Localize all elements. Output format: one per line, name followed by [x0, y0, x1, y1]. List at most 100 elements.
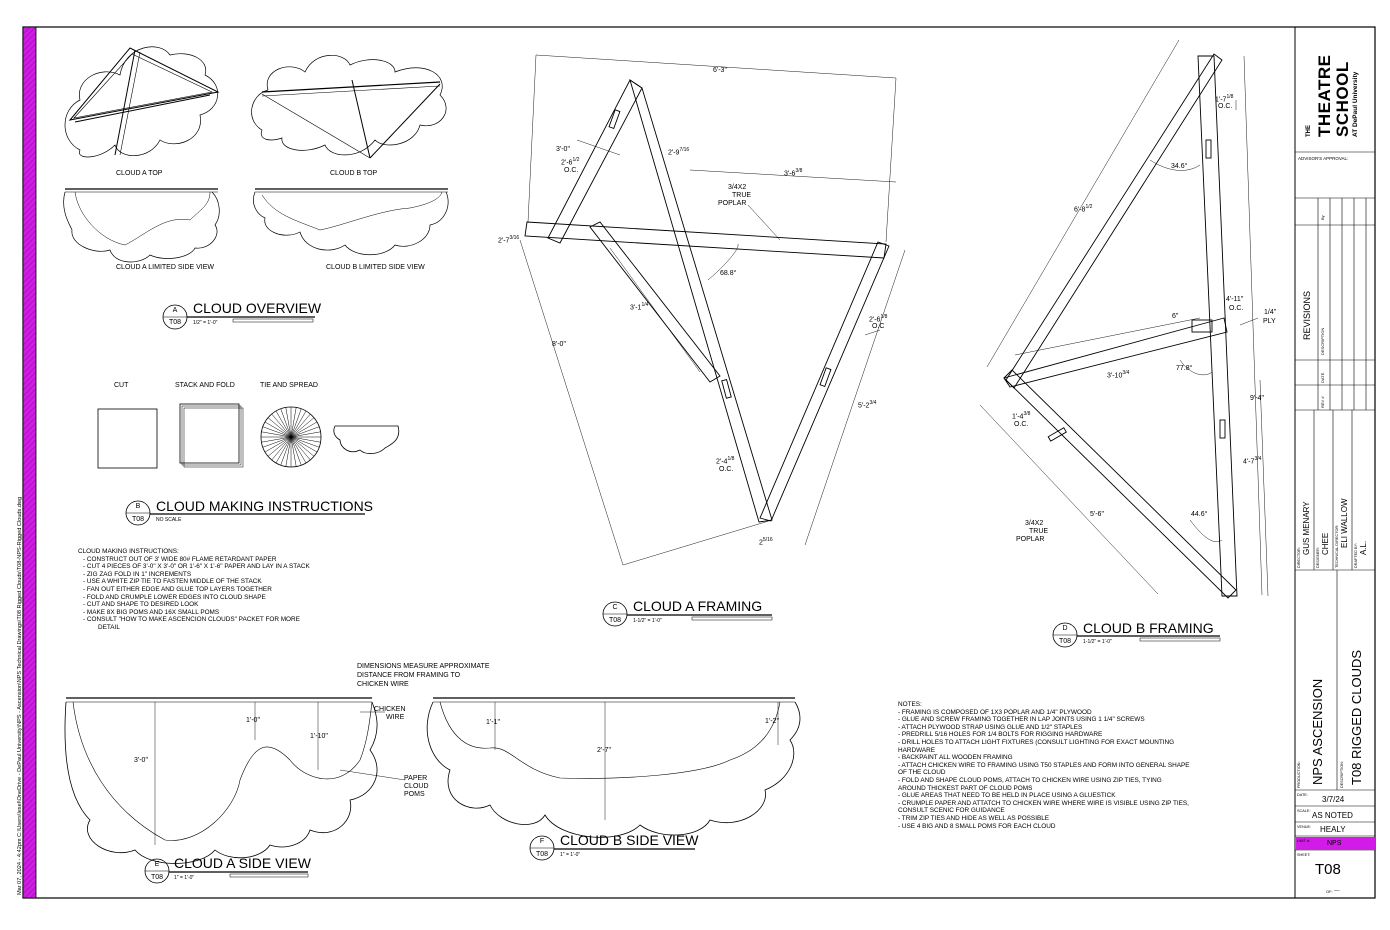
view-f-scale: 1" = 1'-0": [560, 852, 581, 858]
c-d2-frac: 1/2: [572, 157, 580, 163]
rev-desc: DESCRIPTION: [1320, 327, 1325, 355]
instructions-heading: CLOUD MAKING INSTRUCTIONS:: [78, 548, 179, 555]
note-item: - FRAMING IS COMPOSED OF 1X3 POPLAR AND …: [898, 708, 1092, 716]
note-item: - FOLD AND SHAPE CLOUD POMS, ATTACH TO C…: [898, 776, 1162, 784]
c-d7-val: 2'-6: [869, 316, 881, 324]
c-d6: 3'-11/4: [630, 301, 648, 312]
fan-ray: [275, 436, 292, 464]
d-d7-val: 1'-4: [1012, 413, 1024, 421]
director-label: DIRECTOR:: [1297, 547, 1301, 568]
view-e-sheet: T08: [150, 874, 164, 881]
c-d6-frac: 1/4: [641, 302, 649, 308]
view-d-title-mark: [1052, 622, 1221, 648]
notes-list: - FRAMING IS COMPOSED OF 1X3 POPLAR AND …: [898, 709, 1190, 831]
instruction-item: - CONSTRUCT OUT OF 3' WIDE 80# FLAME RET…: [83, 555, 277, 563]
note-item: - USE 4 BIG AND 8 SMALL POMS FOR EACH CL…: [898, 822, 1056, 830]
fan-ray: [267, 436, 292, 457]
logo-school: SCHOOL: [1333, 61, 1352, 137]
fan-ray: [290, 436, 315, 457]
d-ply2: PLY: [1263, 318, 1276, 325]
note-item: - ATTACH PLYWOOD STRAP USING GLUE AND 1/…: [898, 723, 1083, 731]
d-d2-frac: 1/2: [1085, 204, 1093, 210]
e-chicken1: CHICKEN: [374, 706, 406, 713]
fan-ray: [290, 436, 302, 466]
fan-ray: [261, 431, 292, 438]
drafted-value: A.L.: [1359, 540, 1368, 555]
d-d8-val: 4'-7: [1243, 458, 1255, 466]
c-d7-frac: 1/8: [880, 314, 888, 320]
c-d3-val: 2'-9: [668, 149, 680, 157]
view-f-letter: F: [539, 838, 545, 845]
e-h2: 1'-10": [310, 733, 328, 740]
view-b-sheet: T08: [131, 516, 145, 523]
note-item: - DRILL HOLES TO ATTACH LIGHT FIXTURES (…: [898, 738, 1175, 746]
c-d2-val: 2'-6: [561, 159, 573, 167]
sheet-label: SHEET:: [1297, 853, 1311, 857]
c-oc: O.C.: [564, 167, 579, 174]
note-item: - TRIM ZIP TIES AND HIDE AS WELL AS POSS…: [898, 814, 1050, 822]
fan-ray: [290, 407, 297, 438]
view-b-title-mark: [125, 500, 365, 526]
view-c-title: CLOUD A FRAMING: [633, 598, 763, 614]
c-d8: 8'-0": [552, 341, 566, 348]
view-a-scale: 1/2" = 1'-0": [193, 320, 218, 326]
description-label: DESCRIPTION:: [1340, 760, 1344, 788]
view-c-sheet: T08: [608, 617, 622, 624]
d-d3: 6": [1172, 313, 1179, 320]
note-item: - BACKPAINT ALL WOODEN FRAMING: [898, 754, 1013, 762]
c-d7: 2'-61/8: [869, 313, 887, 324]
view-e-title-mark: [144, 858, 309, 884]
c-d5-frac: 3/16: [509, 235, 520, 241]
c-oc3: O.C.: [719, 466, 734, 473]
designer-label: DESIGNER:: [1316, 547, 1320, 568]
rev-date: DATE: [1320, 372, 1325, 383]
cloud-a-dimensions: [519, 54, 906, 566]
note-item: - ATTACH CHICKEN WIRE TO FRAMING USING T…: [898, 761, 1190, 769]
fan-ray: [261, 436, 292, 443]
instructions-list: - CONSTRUCT OUT OF 3' WIDE 80# FLAME RET…: [78, 556, 310, 632]
d-d9: 5'-6": [1090, 511, 1104, 518]
d-d2-val: 6'-8: [1074, 206, 1086, 214]
drafted-label: DRAFTED BY:: [1354, 543, 1358, 568]
fan-ray: [275, 410, 292, 438]
instruction-item: DETAIL: [98, 623, 120, 631]
logo-the: THE: [1306, 125, 1312, 137]
c-d10-val: 2'-4: [716, 458, 728, 466]
fan-ray: [290, 436, 307, 464]
cloud-b-side-dims: [494, 702, 779, 820]
venue-value: HEALY: [1320, 825, 1346, 834]
view-a-sheet: T08: [168, 319, 182, 326]
view-e-scale: 1" = 1'-0": [174, 875, 195, 881]
view-d-scale: 1-1/2" = 1'-0": [1083, 639, 1112, 645]
view-a-letter: A: [172, 307, 178, 314]
fan-ray: [271, 413, 292, 438]
f-h3: 1'-2": [765, 718, 779, 725]
d-d7-frac: 3/8: [1023, 411, 1031, 417]
step-tie-spread: TIE AND SPREAD: [260, 382, 318, 389]
cloud-b-dimensions: [979, 39, 1269, 597]
view-c-title-mark: [602, 601, 773, 627]
of-value: __: [1334, 886, 1340, 892]
td-label: TECHNICAL DIRECTOR:: [1335, 524, 1339, 568]
file-path: Mar 07, 2024 - 4:42pm C:\Users\lesel\One…: [17, 496, 23, 895]
instruction-item: - MAKE 8X BIG POMS AND 16X SMALL POMS: [83, 608, 220, 616]
venue-label: VENUE:: [1297, 825, 1312, 829]
c-angle: 68.8°: [720, 270, 737, 277]
fan-ray: [264, 421, 292, 438]
d-d7: 1'-43/8: [1012, 410, 1030, 421]
notes-heading: NOTES:: [898, 701, 922, 708]
step-stack-fold: STACK AND FOLD: [175, 382, 235, 389]
fan-ray: [262, 436, 292, 448]
c-d3: 2'-97/16: [668, 146, 689, 157]
c-d11: 25/16: [759, 536, 773, 547]
rev-by: By: [1320, 215, 1325, 220]
e-paper2: CLOUD: [404, 783, 429, 790]
d-oc2: O.C.: [1229, 305, 1244, 312]
notes-block: NOTES: - FRAMING IS COMPOSED OF 1X3 POPL…: [898, 701, 1190, 830]
d-mat2: TRUE: [1029, 528, 1049, 535]
d-angle2: 77.8°: [1176, 365, 1193, 372]
scale-value: AS NOTED: [1312, 811, 1353, 820]
unit-label: UNIT #:: [1297, 839, 1311, 843]
designer-value: CHEE: [1321, 532, 1330, 555]
